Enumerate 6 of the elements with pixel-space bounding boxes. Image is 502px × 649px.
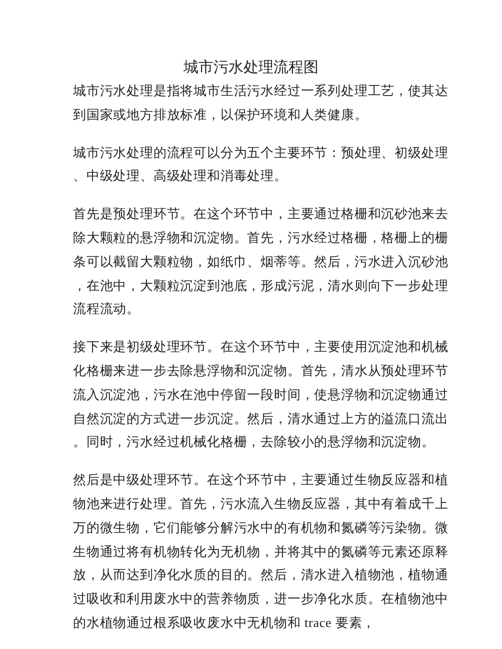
- paragraph: 城市污水处理是指将城市生活污水经过一系列处理工艺，使其达到国家或地方排放标准，以保护环境和人类健康。: [73, 82, 449, 124]
- paragraph: 接下来是初级处理环节。在这个环节中，主要使用沉淀池和机械化格栅来进一步去除悬浮物和沉淀物。首先，清水从预处理环节流入沉淀池，污水在池中停留一段时间，使悬浮物和沉淀物通过自然沉淀的方式进一步沉淀。然后，清水通过上方的溢流口流出。同时，污水经过机械化格栅，去除较小的悬浮物和沉淀物。: [73, 338, 449, 452]
- page-title: 城市污水处理流程图: [184, 58, 318, 78]
- paragraph: 城市污水处理的流程可以分为五个主要环节：预处理、初级处理、中级处理、高级处理和消毒处理。: [73, 144, 449, 186]
- paragraph: 然后是中级处理环节。在这个环节中，主要通过生物反应器和植物池来进行处理。首先，污水流入生物反应器，其中有着成千上万的微生物，它们能够分解污水中的有机物和氮磷等污染物。微生物通过将有机物转化为无机物，并将其中的氮磷等元素还原释放，从而达到净化水质的目的。然后，清水进入植物池，植物通过吸收和利用废水中的营养物质，进一步净化水质。在植物池中的水植物通过根系吸收废水中无机物和 trace 要素，: [73, 471, 449, 632]
- paragraph: 首先是预处理环节。在这个环节中，主要通过格栅和沉砂池来去除大颗粒的悬浮物和沉淀物。首先，污水经过格栅，格栅上的栅条可以截留大颗粒物，如纸巾、烟蒂等。然后，污水进入沉砂池，在池中，大颗粒沉淀到池底，形成污泥，清水则向下一步处理流程流动。: [73, 205, 449, 318]
